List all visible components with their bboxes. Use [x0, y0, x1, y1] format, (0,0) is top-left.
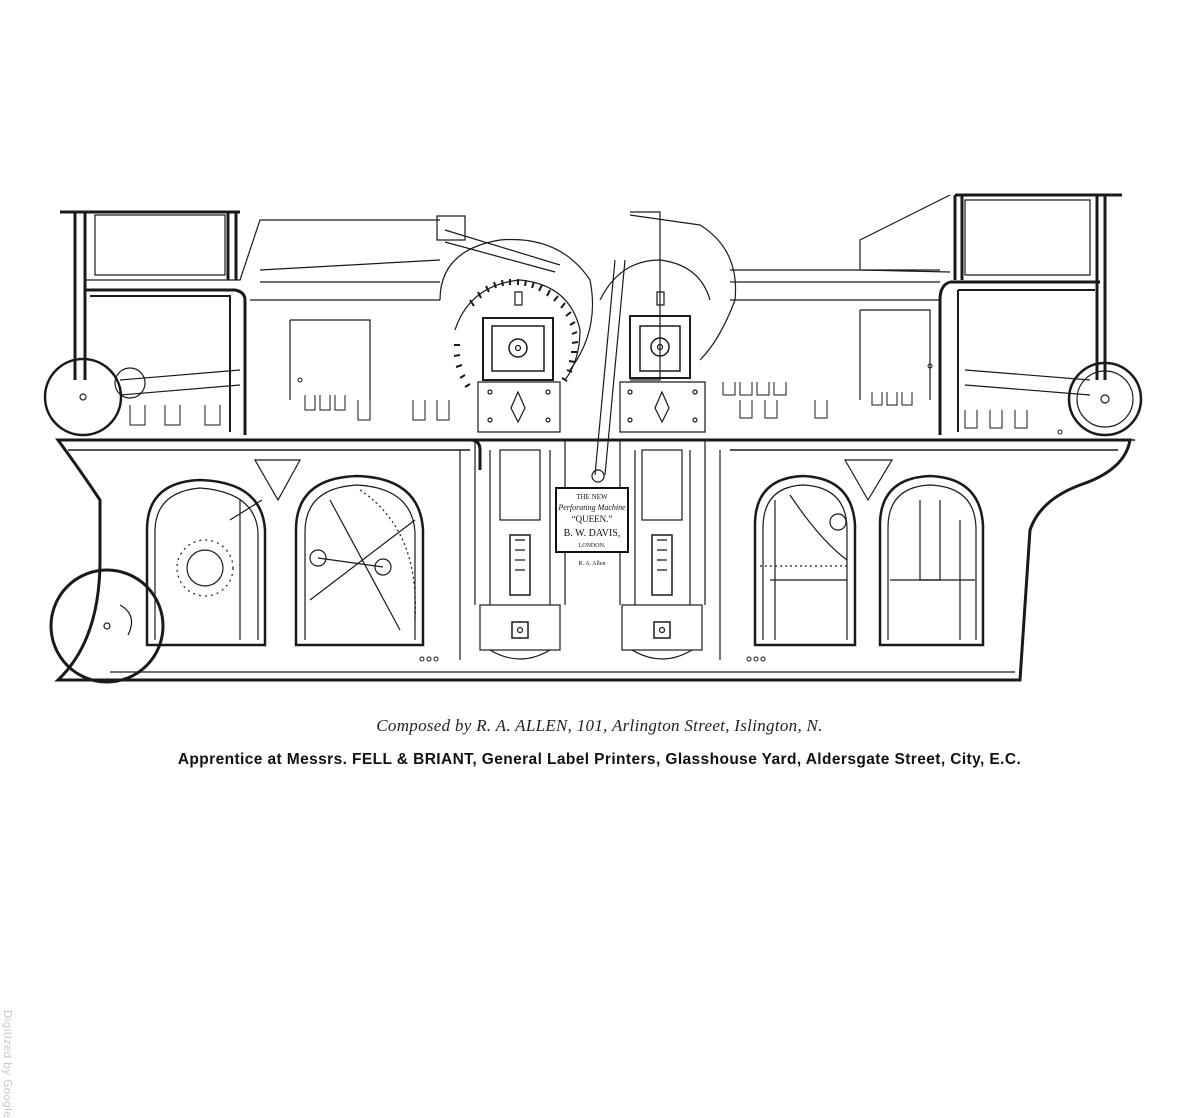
plate-line-5: LONDON.	[579, 543, 606, 549]
plate-credit: R. A. Allen	[578, 561, 605, 567]
plate-line-4: B. W. DAVIS,	[564, 528, 621, 539]
centre-column-right	[619, 440, 706, 660]
composer-caption: Composed by R. A. ALLEN, 101, Arlington …	[376, 716, 823, 735]
bracket-right	[843, 459, 894, 502]
centre-head-right	[619, 291, 706, 433]
small-roller-left	[114, 367, 146, 399]
roller-row-left	[129, 395, 450, 426]
wheel-left-lower	[49, 568, 165, 684]
wheel-right-upper	[1067, 361, 1143, 437]
arch-window-4	[878, 474, 985, 647]
arch-window-2	[294, 474, 425, 647]
plate-line-2: Perforating Machine	[557, 503, 626, 512]
bolt-heads	[297, 363, 1063, 662]
plate-line-1: THE NEW	[576, 493, 608, 501]
gear-teeth	[453, 279, 579, 388]
arch-window-1	[145, 478, 267, 647]
machine-illustration: THE NEW Perforating Machine “QUEEN.” B. …	[43, 193, 1143, 684]
roller-row-right	[722, 382, 1028, 429]
wheel-left-upper	[43, 357, 123, 437]
centre-column-left	[474, 440, 566, 660]
left-upper-frame	[60, 210, 240, 380]
arch-window-3	[753, 474, 857, 647]
right-upper-frame	[953, 193, 1122, 380]
document-page: THE NEW Perforating Machine “QUEEN.” B. …	[1, 193, 1143, 1118]
apprentice-caption: Apprentice at Messrs. FELL & BRIANT, Gen…	[177, 751, 1022, 768]
centre-cylinders	[436, 211, 737, 483]
centre-head-left	[477, 291, 561, 433]
makers-plate: THE NEW Perforating Machine “QUEEN.” B. …	[555, 487, 629, 567]
bracket-left	[253, 459, 302, 502]
digitized-watermark: Digitized by Google	[1, 1010, 14, 1118]
plate-line-3: “QUEEN.”	[572, 514, 613, 524]
